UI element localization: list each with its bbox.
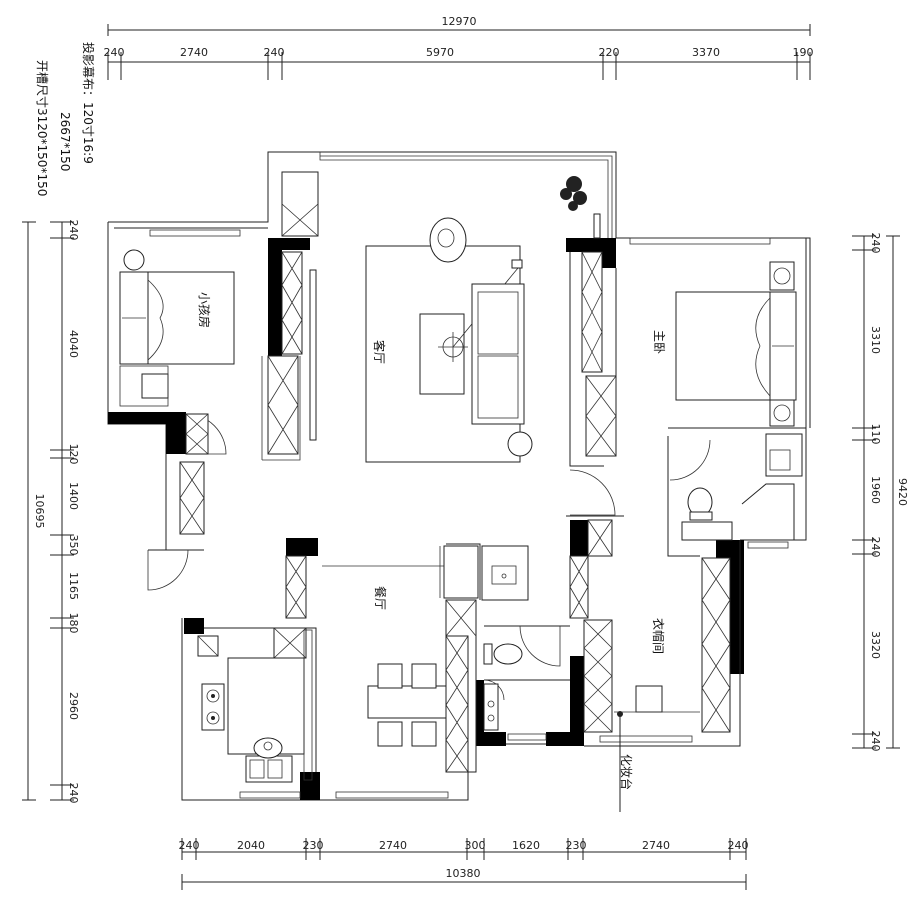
side-table bbox=[507, 431, 533, 457]
dim-right-1: 240 bbox=[869, 233, 882, 254]
dim-top-1: 240 bbox=[104, 46, 125, 59]
dim-bottom-5: 300 bbox=[465, 839, 486, 852]
living-room-furniture bbox=[365, 176, 601, 463]
doors bbox=[147, 413, 711, 701]
windows bbox=[149, 229, 789, 799]
wardrobes bbox=[179, 171, 731, 773]
left-dimension-chain: 10695 240 4040 120 1400 350 1165 180 296… bbox=[22, 220, 80, 804]
dim-right-3: 110 bbox=[869, 424, 882, 445]
dim-bottom-1: 240 bbox=[179, 839, 200, 852]
dim-right-4: 1960 bbox=[869, 476, 882, 504]
dim-bottom-3: 230 bbox=[303, 839, 324, 852]
dining-table bbox=[367, 685, 447, 719]
right-dimension-chain: 9420 240 3310 110 1960 240 3320 240 bbox=[852, 233, 909, 752]
dim-right-5: 240 bbox=[869, 537, 882, 558]
top-dimension-chain: 12970 240 2740 240 5970 220 3370 190 bbox=[104, 15, 814, 80]
kitchen-furniture bbox=[197, 629, 313, 783]
label-living-room: 客厅 bbox=[372, 340, 387, 364]
label-master-bedroom: 主卧 bbox=[652, 330, 666, 354]
dim-left-5: 350 bbox=[67, 535, 80, 556]
dim-left-1: 240 bbox=[67, 220, 80, 241]
coffee-table bbox=[419, 313, 465, 395]
label-vanity: 化妆台 bbox=[619, 754, 634, 790]
dim-top-total: 12970 bbox=[442, 15, 477, 28]
lamp-icon bbox=[123, 249, 145, 271]
label-cloakroom: 衣帽间 bbox=[651, 618, 666, 654]
dim-top-2: 2740 bbox=[180, 46, 208, 59]
master-bedroom-furniture bbox=[675, 261, 803, 541]
dim-right-6: 3320 bbox=[869, 631, 882, 659]
stove-icon bbox=[201, 683, 225, 731]
vanity-stool bbox=[635, 685, 663, 713]
dim-top-4: 5970 bbox=[426, 46, 454, 59]
screen-size-note: 2667*150 bbox=[58, 112, 72, 171]
dim-top-3: 240 bbox=[264, 46, 285, 59]
dim-left-9: 240 bbox=[67, 783, 80, 804]
dim-bottom-2: 2040 bbox=[237, 839, 265, 852]
sink-icon bbox=[245, 737, 293, 783]
cloakroom-furniture bbox=[614, 685, 700, 812]
dim-right-total: 9420 bbox=[896, 478, 909, 506]
projector-notes: 投影幕布：120寸16:9 2667*150 开槽尺寸3120*150*150 bbox=[35, 42, 96, 196]
dim-left-6: 1165 bbox=[67, 572, 80, 600]
dim-bottom-9: 240 bbox=[728, 839, 749, 852]
projector-screen-note: 投影幕布：120寸16:9 bbox=[81, 42, 96, 164]
dim-right-2: 3310 bbox=[869, 326, 882, 354]
dim-bottom-7: 230 bbox=[566, 839, 587, 852]
slot-size-note: 开槽尺寸3120*150*150 bbox=[35, 60, 49, 196]
kids-room-furniture bbox=[119, 249, 235, 407]
dim-left-4: 1400 bbox=[67, 482, 80, 510]
room-labels: 小孩房 客厅 主卧 餐厅 衣帽间 化妆台 bbox=[197, 292, 666, 790]
label-dining-room: 餐厅 bbox=[373, 586, 388, 610]
toilet-icon bbox=[493, 643, 523, 665]
dim-right-7: 240 bbox=[869, 731, 882, 752]
armchair bbox=[429, 217, 467, 263]
dim-left-7: 180 bbox=[67, 613, 80, 634]
kids-chair bbox=[141, 373, 169, 399]
dim-left-8: 2960 bbox=[67, 692, 80, 720]
dim-bottom-8: 2740 bbox=[642, 839, 670, 852]
label-kids-room: 小孩房 bbox=[197, 292, 212, 328]
dim-top-6: 3370 bbox=[692, 46, 720, 59]
bottom-dimension-chain: 240 2040 230 2740 300 1620 230 2740 240 … bbox=[179, 838, 749, 890]
dim-left-3: 120 bbox=[67, 444, 80, 465]
dim-bottom-6: 1620 bbox=[512, 839, 540, 852]
dim-left-total: 10695 bbox=[33, 494, 46, 529]
dim-left-2: 4040 bbox=[67, 330, 80, 358]
dining-furniture bbox=[367, 545, 529, 747]
plant-icon bbox=[560, 176, 587, 211]
dim-top-7: 190 bbox=[793, 46, 814, 59]
dim-top-5: 220 bbox=[599, 46, 620, 59]
dim-bottom-4: 2740 bbox=[379, 839, 407, 852]
sideboard bbox=[443, 545, 479, 599]
dim-bottom-total: 10380 bbox=[446, 867, 481, 880]
